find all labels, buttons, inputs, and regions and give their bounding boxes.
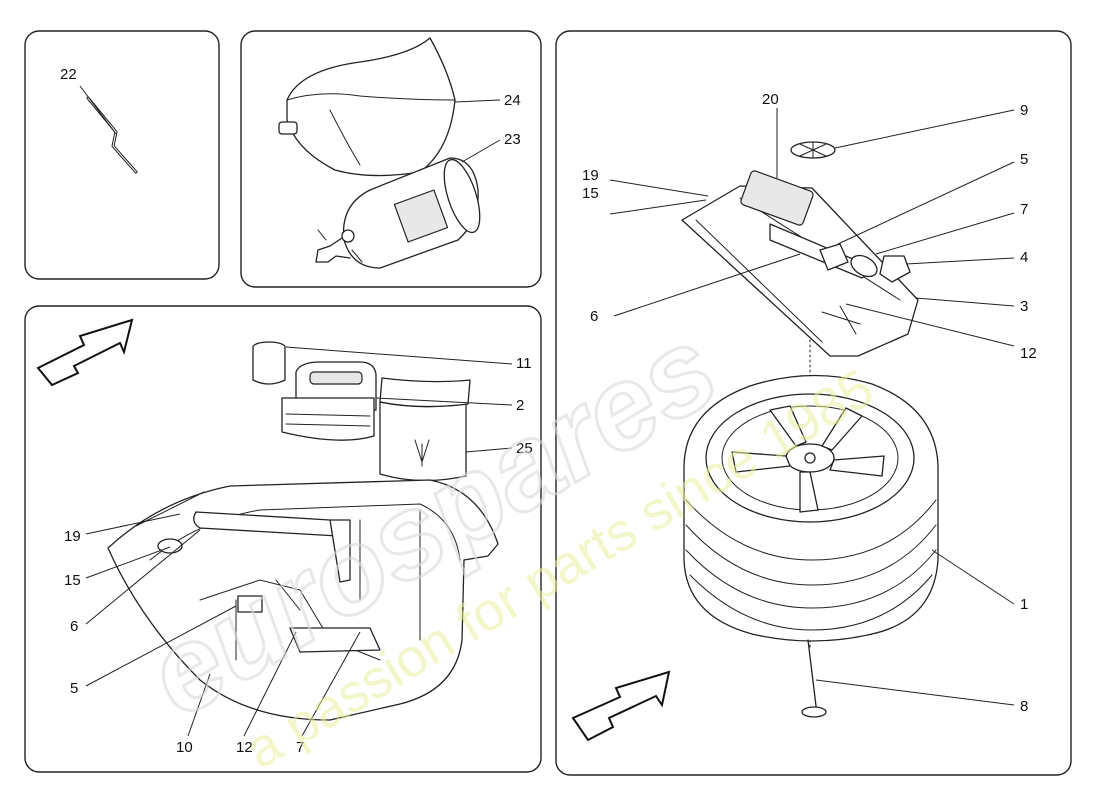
tool-tray-10 — [107, 479, 499, 721]
callout-4: 4 — [1020, 249, 1028, 266]
spare-wheel-1 — [683, 374, 939, 642]
callout-7-left: 7 — [296, 739, 304, 756]
compressor-2 — [281, 361, 377, 441]
callout-6-right: 6 — [590, 308, 598, 325]
direction-arrow-icon — [36, 318, 134, 387]
callout-12-right: 12 — [1020, 345, 1037, 362]
leader-24 — [454, 99, 501, 103]
callout-24: 24 — [504, 92, 521, 109]
fire-extinguisher-part — [315, 157, 481, 269]
callout-10: 10 — [176, 739, 193, 756]
callout-11: 11 — [516, 355, 532, 372]
callout-19-left: 19 — [64, 528, 81, 545]
callout-2: 2 — [516, 397, 524, 414]
canister-11 — [252, 341, 286, 385]
callout-3: 3 — [1020, 298, 1028, 315]
direction-arrow-icon-2 — [571, 670, 671, 742]
callout-9: 9 — [1020, 102, 1028, 119]
callout-19-right: 19 — [582, 167, 599, 184]
wheel-tray-3 — [681, 170, 919, 357]
callout-5-left: 5 — [70, 680, 78, 697]
callout-15-right: 15 — [582, 185, 599, 202]
callout-22: 22 — [60, 66, 77, 83]
callout-23: 23 — [504, 131, 521, 148]
wheel-leaders — [609, 108, 1015, 706]
tool-bag-part — [278, 37, 456, 177]
callout-1: 1 — [1020, 596, 1028, 613]
leader-23 — [461, 139, 501, 163]
clamp-nut-9 — [790, 141, 836, 159]
callout-25: 25 — [516, 440, 533, 457]
bolt-8 — [801, 639, 827, 718]
callout-5-right: 5 — [1020, 151, 1028, 168]
callout-20: 20 — [762, 91, 779, 108]
callout-7-right: 7 — [1020, 201, 1028, 218]
tray-leaders — [85, 346, 513, 737]
leader-22 — [79, 85, 117, 135]
callout-6-left: 6 — [70, 618, 78, 635]
callout-12-left: 12 — [236, 739, 253, 756]
callout-15-left: 15 — [64, 572, 81, 589]
callout-8: 8 — [1020, 698, 1028, 715]
